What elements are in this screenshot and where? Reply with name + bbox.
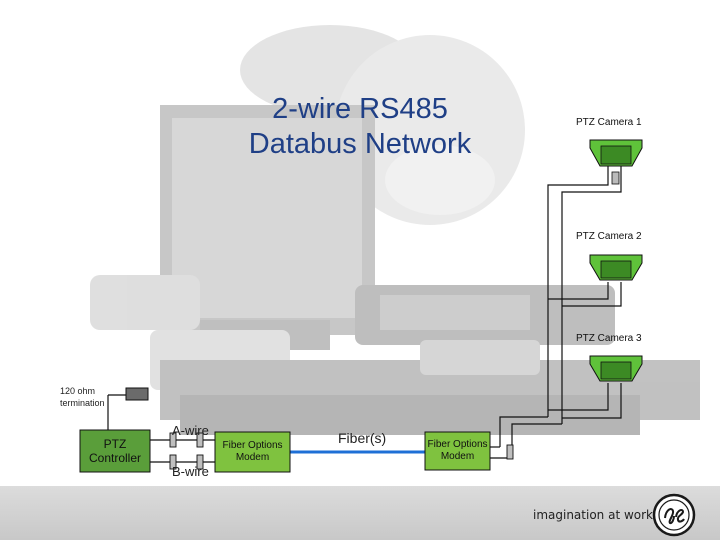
camera-2-icon	[589, 254, 643, 281]
camera-1-icon	[589, 139, 643, 185]
ptz-controller-box	[79, 429, 151, 473]
fiber-label: Fiber(s)	[338, 430, 387, 446]
termination-label-line-2: termination	[60, 398, 105, 408]
controller-wires	[107, 394, 512, 463]
title-line-1: 2-wire RS485	[272, 93, 448, 125]
termination-label-line-1: 120 ohm	[60, 386, 96, 396]
title-line-2: Databus Network	[248, 128, 472, 160]
ptz-controller-label: PTZ Controller	[80, 430, 150, 472]
termination-resistor-icon	[125, 387, 149, 401]
camera-3-icon	[589, 355, 643, 382]
modem-left-line-2: Modem	[235, 452, 270, 463]
modem-right-line-2: Modem	[440, 451, 475, 462]
termination-label: 120 ohm termination	[60, 385, 105, 409]
camera-2-label: PTZ Camera 2	[576, 231, 642, 242]
background-equipment-image	[90, 25, 700, 435]
camera-1-label: PTZ Camera 1	[576, 117, 642, 128]
footer-tagline: imagination at work	[533, 508, 653, 522]
ge-logo-icon	[652, 493, 696, 537]
controller-line-1: PTZ	[103, 437, 127, 451]
diagram-title: 2-wire RS485 Databus Network	[200, 92, 520, 162]
a-wire-label: A-wire	[172, 423, 209, 438]
fiber-modem-left-box	[214, 431, 291, 473]
footer-bar	[0, 486, 720, 540]
fiber-modem-right-label: Fiber Options Modem	[425, 432, 490, 470]
modem-right-line-1: Fiber Options	[427, 439, 488, 450]
b-wire-label: B-wire	[172, 464, 209, 479]
camera-bus-wires	[499, 166, 622, 458]
controller-line-2: Controller	[88, 451, 142, 465]
fiber-modem-left-label: Fiber Options Modem	[215, 432, 290, 472]
connector-icons	[169, 432, 514, 470]
camera-3-label: PTZ Camera 3	[576, 333, 642, 344]
fiber-modem-right-box	[424, 431, 491, 471]
modem-left-line-1: Fiber Options	[222, 440, 283, 451]
